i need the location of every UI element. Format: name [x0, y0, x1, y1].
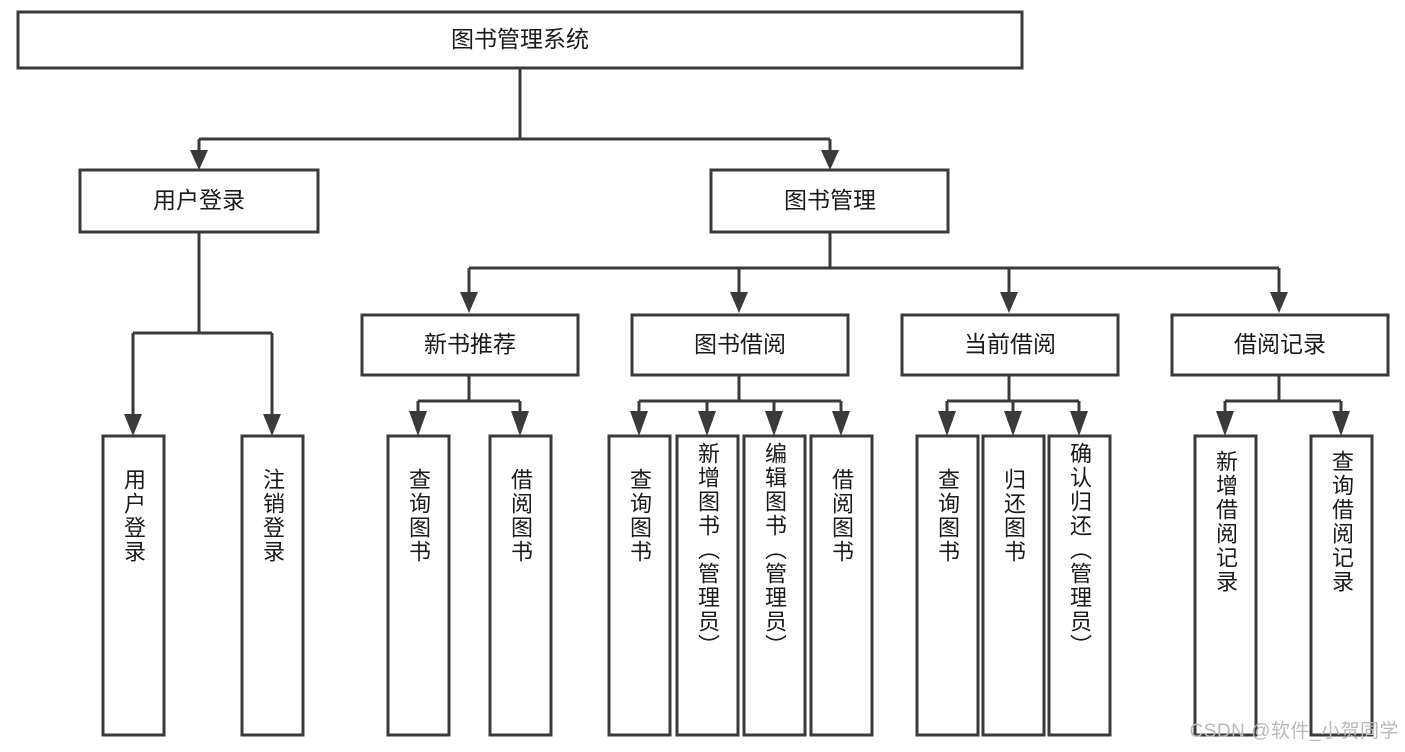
node-book-manage-box[interactable]: [709, 168, 950, 234]
node-book-manage[interactable]: 图书管理: [709, 168, 950, 234]
node-current-borrow-label: 当前借阅: [964, 331, 1056, 357]
node-new-book-recommend[interactable]: 新书推荐: [360, 313, 580, 377]
node-leaf-borrow-book-2-box[interactable]: [809, 434, 874, 737]
node-user-login-label: 用户登录: [153, 187, 245, 213]
arrow-head-icon: [124, 414, 142, 436]
node-leaf-add-record-label: 新增借阅记录: [1213, 450, 1239, 594]
arrow-head-icon: [821, 150, 839, 170]
node-new-book-recommend-box[interactable]: [360, 313, 580, 377]
arrow-head-icon: [263, 414, 281, 436]
arrow-head-icon: [630, 411, 648, 436]
node-borrow-record[interactable]: 借阅记录: [1170, 313, 1390, 377]
arrow-head-icon: [409, 411, 427, 436]
connector-root-to-level2: [190, 69, 839, 170]
connector-user-login-to-leaves: [124, 232, 281, 436]
node-leaf-add-record-box[interactable]: [1193, 434, 1258, 737]
node-leaf-query-book-2[interactable]: 查询图书: [607, 434, 672, 737]
node-leaf-query-book-2-label: 查询图书: [627, 468, 653, 564]
connector-new-book-recommend-to-leaves: [409, 375, 529, 436]
node-leaf-logout-login-box[interactable]: [240, 434, 305, 737]
node-root-box[interactable]: [16, 10, 1024, 70]
node-leaf-add-book-box[interactable]: [675, 434, 740, 737]
node-leaf-query-book-2-box[interactable]: [607, 434, 672, 737]
arrow-head-icon: [460, 292, 478, 313]
node-leaf-confirm-return-label: 确认归还（管理员）: [1067, 442, 1093, 658]
connector-borrow-record-to-leaves: [1216, 375, 1350, 436]
node-leaf-user-login-box[interactable]: [101, 434, 166, 737]
connector-book-borrow-to-leaves: [630, 375, 850, 436]
node-leaf-edit-book[interactable]: 编辑图书（管理员）: [742, 434, 807, 737]
node-leaf-borrow-book-2-label: 借阅图书: [829, 468, 855, 564]
arrow-head-icon: [1000, 292, 1018, 313]
arrow-head-icon: [698, 411, 716, 436]
node-root[interactable]: 图书管理系统: [16, 10, 1024, 70]
node-leaf-return-book-box[interactable]: [981, 434, 1046, 737]
node-leaf-add-book[interactable]: 新增图书（管理员）: [675, 434, 740, 737]
node-user-login[interactable]: 用户登录: [78, 168, 320, 234]
arrow-head-icon: [1332, 411, 1350, 436]
node-leaf-query-record-label: 查询借阅记录: [1329, 450, 1355, 594]
connector-book-manage-to-level3: [460, 232, 1288, 313]
node-borrow-record-box[interactable]: [1170, 313, 1390, 377]
node-leaf-return-book[interactable]: 归还图书: [981, 434, 1046, 737]
node-leaf-query-book-1[interactable]: 查询图书: [386, 434, 451, 737]
node-leaf-query-book-3[interactable]: 查询图书: [915, 434, 980, 737]
node-leaf-logout-login[interactable]: 注销登录: [240, 434, 305, 737]
node-book-borrow-box[interactable]: [630, 313, 850, 377]
node-book-manage-label: 图书管理: [784, 187, 876, 213]
node-leaf-borrow-book-2[interactable]: 借阅图书: [809, 434, 874, 737]
arrow-head-icon: [765, 411, 783, 436]
node-leaf-query-record[interactable]: 查询借阅记录: [1309, 434, 1374, 737]
connector-current-borrow-to-leaves: [938, 375, 1088, 436]
node-book-borrow[interactable]: 图书借阅: [630, 313, 850, 377]
node-leaf-confirm-return-box[interactable]: [1047, 434, 1112, 737]
arrow-head-icon: [1070, 411, 1088, 436]
node-leaf-add-record[interactable]: 新增借阅记录: [1193, 434, 1258, 737]
arrow-head-icon: [1004, 411, 1022, 436]
node-leaf-query-book-3-box[interactable]: [915, 434, 980, 737]
arrow-head-icon: [730, 292, 748, 313]
node-root-label: 图书管理系统: [451, 26, 589, 52]
node-leaf-query-record-box[interactable]: [1309, 434, 1374, 737]
arrow-head-icon: [938, 411, 956, 436]
node-book-borrow-label: 图书借阅: [694, 331, 786, 357]
node-leaf-confirm-return[interactable]: 确认归还（管理员）: [1047, 434, 1112, 737]
node-current-borrow-box[interactable]: [900, 313, 1120, 377]
node-leaf-return-book-label: 归还图书: [1001, 468, 1027, 564]
node-leaf-add-book-label: 新增图书（管理员）: [695, 442, 721, 658]
arrow-head-icon: [832, 411, 850, 436]
node-leaf-borrow-book-1-label: 借阅图书: [508, 468, 534, 564]
node-user-login-box[interactable]: [78, 168, 320, 234]
node-leaf-borrow-book-1[interactable]: 借阅图书: [488, 434, 553, 737]
node-leaf-edit-book-box[interactable]: [742, 434, 807, 737]
node-leaf-logout-login-label: 注销登录: [260, 468, 286, 564]
node-leaf-query-book-1-label: 查询图书: [406, 468, 432, 564]
arrow-head-icon: [1216, 411, 1234, 436]
arrow-head-icon: [190, 150, 208, 170]
node-leaf-borrow-book-1-box[interactable]: [488, 434, 553, 737]
node-borrow-record-label: 借阅记录: [1234, 331, 1326, 357]
node-leaf-user-login[interactable]: 用户登录: [101, 434, 166, 737]
node-current-borrow[interactable]: 当前借阅: [900, 313, 1120, 377]
node-leaf-edit-book-label: 编辑图书（管理员）: [762, 442, 788, 658]
node-new-book-recommend-label: 新书推荐: [424, 331, 516, 357]
arrow-head-icon: [1270, 292, 1288, 313]
node-leaf-user-login-label: 用户登录: [121, 468, 147, 564]
arrow-head-icon: [511, 411, 529, 436]
node-leaf-query-book-1-box[interactable]: [386, 434, 451, 737]
node-leaf-query-book-3-label: 查询图书: [935, 468, 961, 564]
